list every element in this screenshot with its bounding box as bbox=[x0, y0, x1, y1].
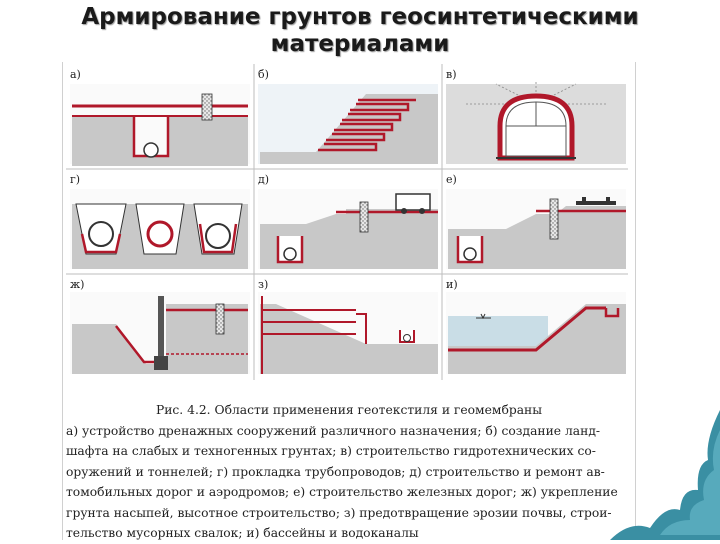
caption-title: Рис. 4.2. Области применения геотекстиля… bbox=[155, 403, 543, 417]
panel-d-roads bbox=[258, 189, 438, 269]
panel-g-pipelines bbox=[70, 189, 250, 269]
panel-e-railways bbox=[446, 189, 626, 269]
slide-title-line-2: материалами bbox=[270, 31, 450, 57]
panel-v-tunnel bbox=[446, 82, 626, 164]
caption-line-4: томобильных дорог и аэродромов; е) строи… bbox=[66, 485, 618, 499]
caption-line-2: шафта на слабых и техногенных грунтах; в… bbox=[66, 444, 596, 458]
panel-label-v: в) bbox=[446, 68, 456, 81]
caption-line-6: тельство мусорных свалок; и) бассейны и … bbox=[66, 526, 419, 540]
panel-label-zh: ж) bbox=[70, 278, 84, 291]
panel-label-i: и) bbox=[446, 278, 458, 291]
application-diagrams: а) б) в) г) д) е) ж) з) и) bbox=[66, 64, 628, 380]
slide-title: Армирование грунтов геосинтетическими ма… bbox=[0, 4, 720, 58]
panel-b-landscape bbox=[258, 84, 438, 164]
corner-decoration bbox=[610, 410, 720, 540]
panel-label-d: д) bbox=[258, 173, 269, 186]
caption-line-3: оружений и тоннелей; г) прокладка трубоп… bbox=[66, 464, 605, 479]
figure-caption: Рис. 4.2. Области применения геотекстиля… bbox=[66, 400, 632, 544]
panel-label-z: з) bbox=[258, 278, 268, 291]
panel-z-erosion bbox=[258, 292, 438, 374]
panel-label-a: а) bbox=[70, 68, 81, 81]
panel-label-e: е) bbox=[446, 173, 457, 186]
panel-i-pools-canals bbox=[446, 292, 626, 374]
slide-title-line-1: Армирование грунтов геосинтетическими bbox=[81, 4, 639, 30]
panel-label-g: г) bbox=[70, 173, 80, 186]
caption-line-1: а) устройство дренажных сооружений разли… bbox=[66, 423, 601, 438]
panel-grid bbox=[66, 64, 628, 380]
panel-a-drainage bbox=[70, 84, 250, 166]
panel-label-b: б) bbox=[258, 68, 269, 81]
panel-zh-embankment bbox=[70, 292, 250, 374]
caption-line-5: грунта насыпей, высотное строительство; … bbox=[66, 505, 612, 520]
